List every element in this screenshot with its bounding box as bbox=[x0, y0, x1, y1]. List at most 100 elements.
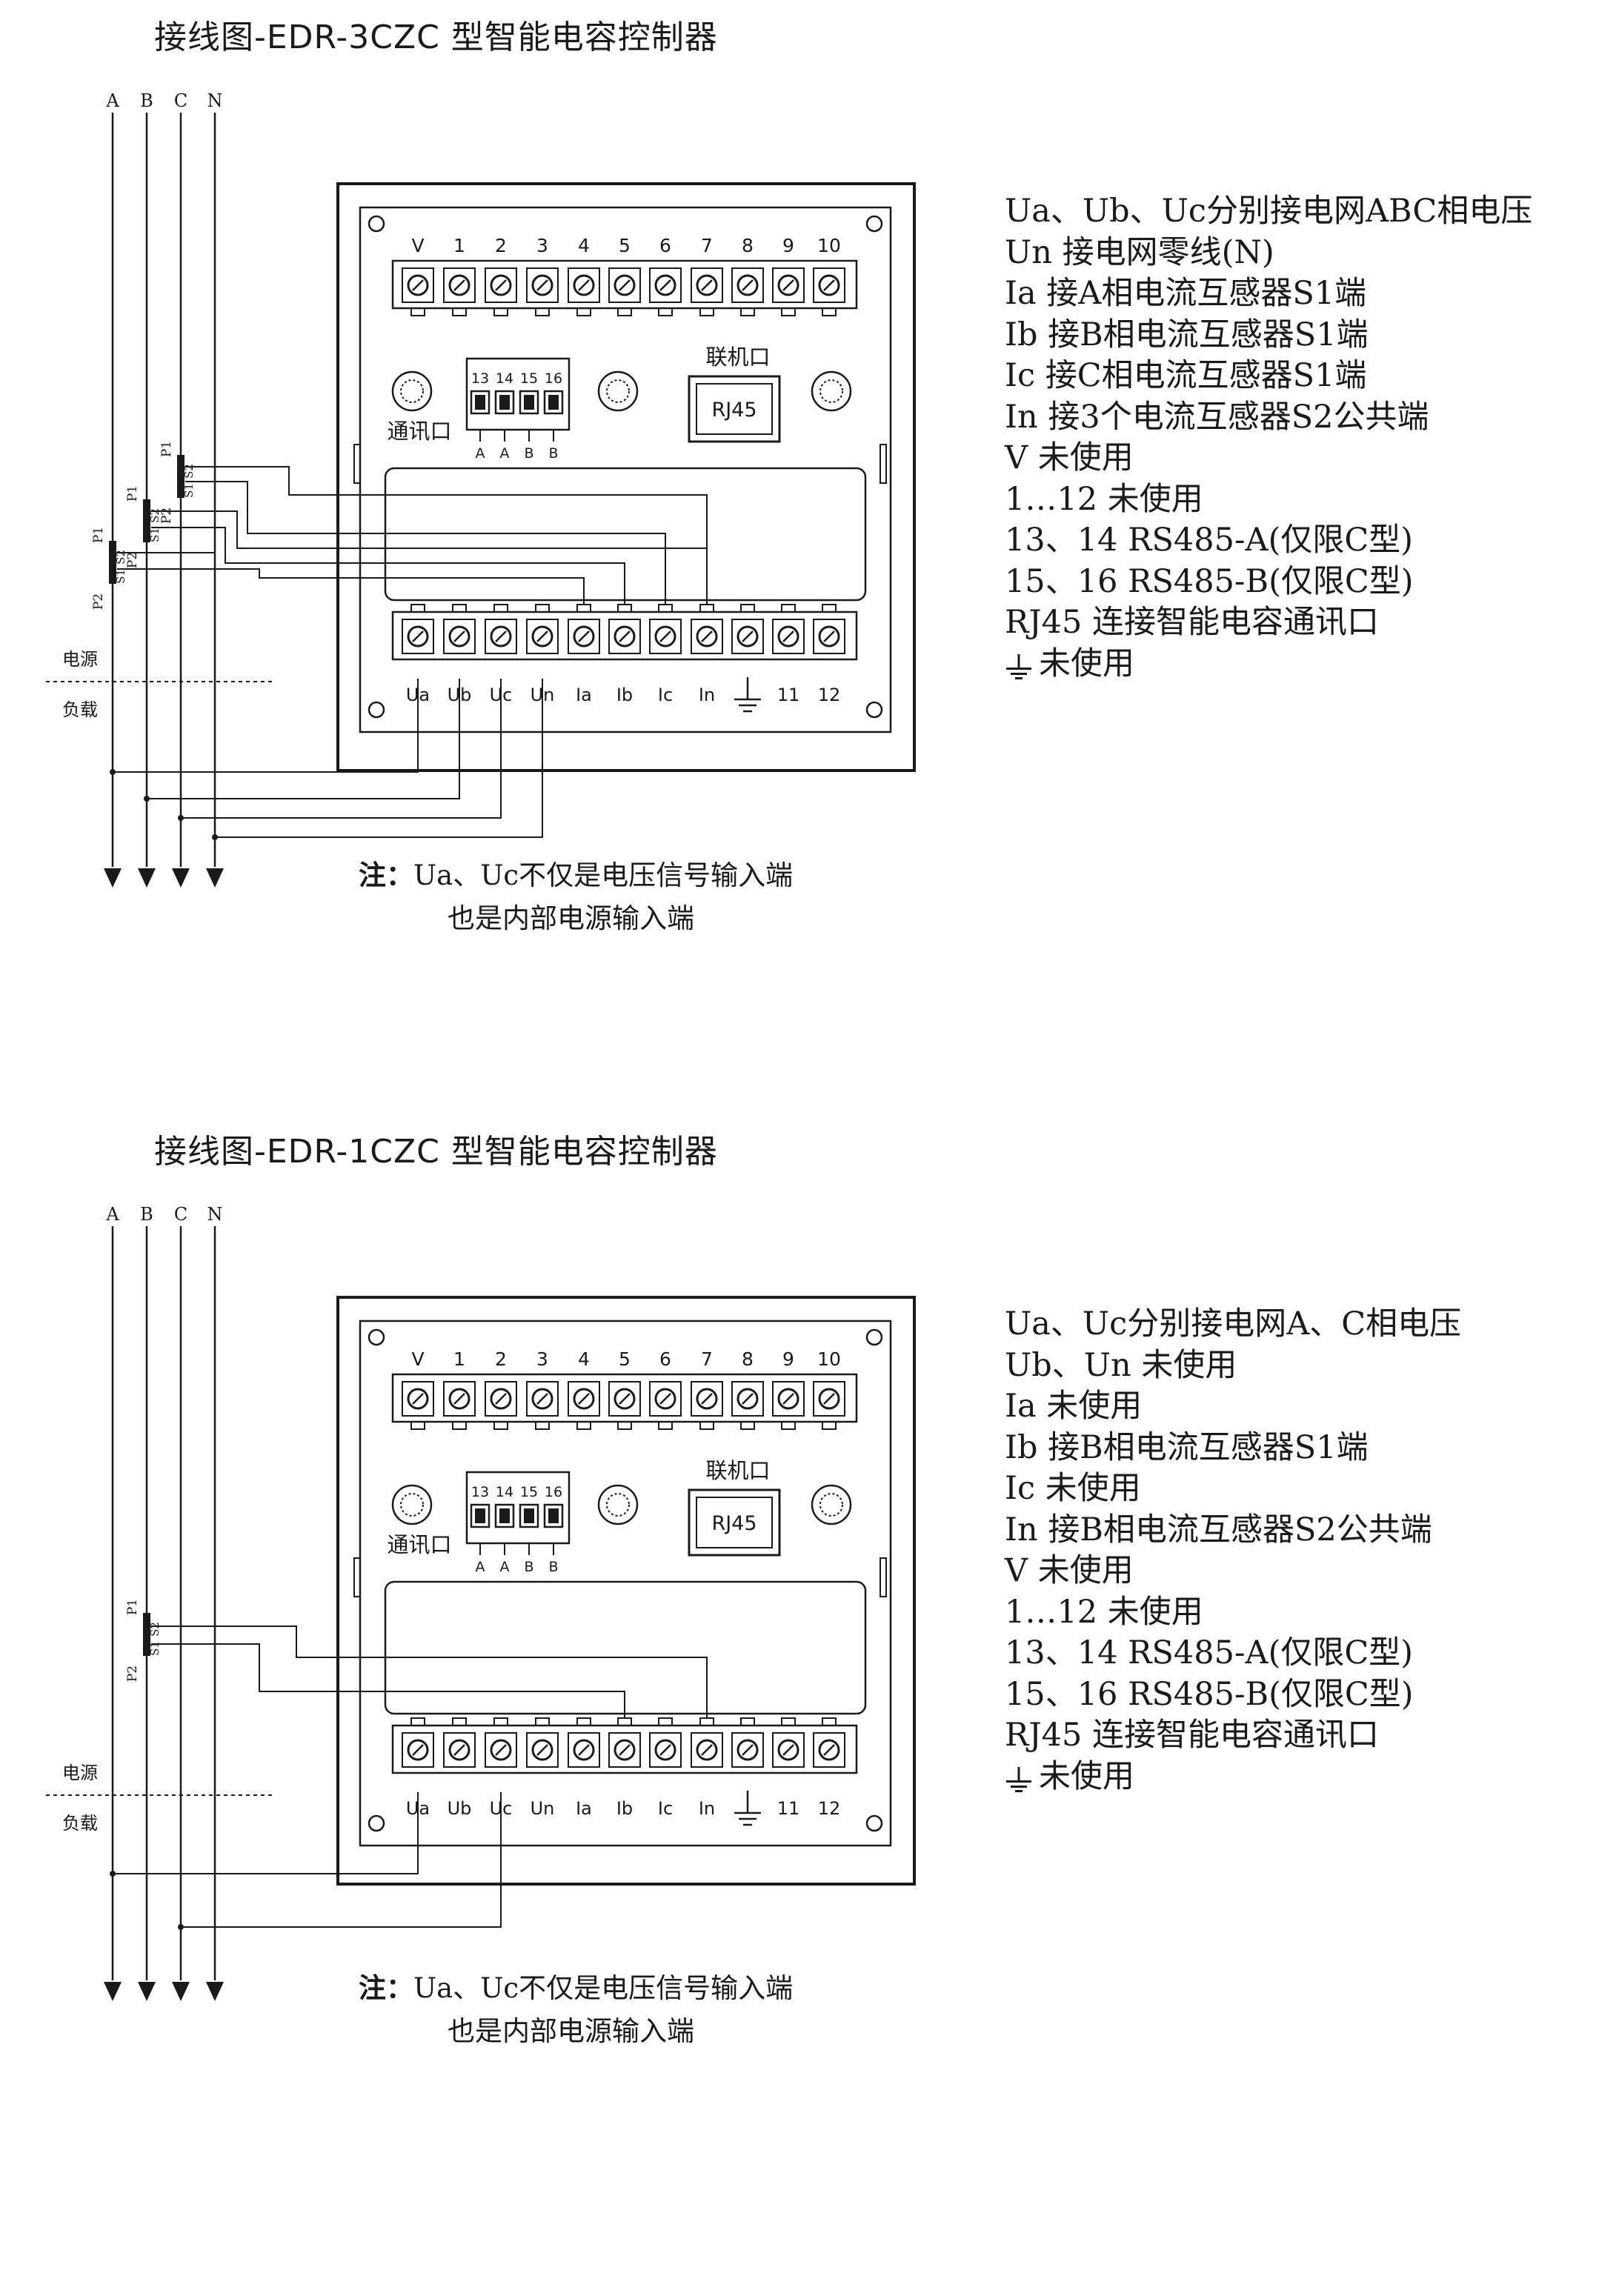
current-transformer-icon bbox=[143, 1613, 150, 1656]
ct-terminal-label: S2 bbox=[114, 550, 127, 565]
adjust-knob-inner bbox=[606, 1493, 630, 1517]
link-port-label: 联机口 bbox=[705, 1458, 770, 1483]
screw-head-icon bbox=[614, 1739, 636, 1761]
note-line: Ia 接A相电流互感器S1端 bbox=[1005, 275, 1367, 312]
bottom-terminal-label: 11 bbox=[777, 1798, 800, 1819]
link-port-inner bbox=[696, 1497, 773, 1548]
screw-terminal bbox=[443, 267, 476, 303]
footnote-line-2: 也是内部电源输入端 bbox=[448, 902, 694, 934]
top-terminal-label: 6 bbox=[659, 235, 671, 256]
phase-label: C bbox=[174, 1204, 187, 1225]
screw-terminal bbox=[485, 1732, 517, 1768]
top-terminal-label: V bbox=[411, 235, 424, 256]
screw-head-icon bbox=[736, 274, 759, 296]
wire-ct-s2-common bbox=[185, 466, 708, 605]
screw-slot bbox=[742, 279, 754, 291]
screw-head-icon bbox=[448, 1739, 470, 1761]
wire-junction bbox=[110, 1871, 116, 1877]
note-line: Ub、Un 未使用 bbox=[1005, 1346, 1237, 1384]
terminal-tab bbox=[617, 1421, 632, 1430]
top-terminal-label: 7 bbox=[701, 235, 713, 256]
comm-pin-socket bbox=[519, 1503, 539, 1528]
ct-terminal-label: P2 bbox=[125, 552, 140, 568]
screw-terminal bbox=[443, 1732, 476, 1768]
screw-terminal bbox=[691, 1381, 723, 1417]
current-transformer-icon bbox=[143, 499, 150, 542]
screw-slot bbox=[742, 1744, 754, 1756]
ct-terminal-label: P1 bbox=[159, 441, 174, 457]
screw-head-icon bbox=[777, 274, 799, 296]
wire-junction bbox=[178, 1924, 184, 1930]
screw-head-icon bbox=[407, 1739, 429, 1761]
ct-terminal-label: P1 bbox=[125, 485, 140, 502]
wire-voltage-uc bbox=[181, 1792, 502, 1928]
diagram-1-notes: Ua、Ub、Uc分别接电网ABC相电压 Un 接电网零线(N) Ia 接A相电流… bbox=[1005, 191, 1532, 685]
screw-terminal bbox=[813, 267, 845, 303]
terminal-tab bbox=[658, 1421, 673, 1430]
top-terminal-label: 10 bbox=[817, 1348, 841, 1370]
ct-terminal-label: P2 bbox=[125, 1666, 140, 1682]
screw-head-icon bbox=[490, 1388, 512, 1410]
top-terminal-label: 4 bbox=[578, 235, 590, 256]
comm-pin-contact bbox=[548, 395, 559, 410]
comm-pin-number: 16 bbox=[545, 1484, 562, 1500]
mounting-hole bbox=[368, 1814, 385, 1832]
screw-head-icon bbox=[573, 274, 595, 296]
diagram-2-notes: Ua、Uc分别接电网A、C相电压 Ub、Un 未使用 Ia 未使用 Ib 接B相… bbox=[1005, 1304, 1461, 1797]
screw-slot bbox=[782, 1393, 794, 1405]
terminal-tab bbox=[535, 604, 550, 613]
phase-label: A bbox=[105, 90, 119, 111]
screw-head-icon bbox=[818, 274, 840, 296]
top-terminal-label: 4 bbox=[578, 1348, 590, 1370]
ct-terminal-label: P1 bbox=[91, 527, 106, 543]
comm-pin-socket bbox=[470, 1503, 491, 1528]
screw-terminal bbox=[568, 619, 600, 654]
terminal-tab bbox=[781, 1421, 796, 1430]
screw-slot bbox=[495, 279, 507, 291]
comm-pin-contact bbox=[524, 395, 534, 410]
screw-slot bbox=[619, 279, 631, 291]
screw-slot bbox=[782, 1744, 794, 1756]
link-port-inner bbox=[696, 383, 773, 435]
screw-head-icon bbox=[696, 274, 718, 296]
wire-ct-b-s1 bbox=[151, 1643, 625, 1718]
wire-ct-b-s2 bbox=[151, 1625, 708, 1718]
ground-note-line: 未使用 bbox=[1005, 644, 1532, 685]
comm-pin-number: 16 bbox=[545, 370, 562, 387]
screw-slot bbox=[701, 1744, 713, 1756]
screw-slot bbox=[536, 630, 548, 642]
phase-label: B bbox=[140, 90, 153, 111]
link-port-label: 联机口 bbox=[705, 345, 770, 370]
comm-pin-number: 15 bbox=[520, 370, 538, 387]
bottom-terminal-label: 12 bbox=[818, 1798, 841, 1819]
screw-terminal bbox=[731, 619, 764, 654]
screw-terminal bbox=[731, 267, 764, 303]
note-line: Ib 接B相电流互感器S1端 bbox=[1005, 1428, 1369, 1466]
adjust-knob-icon bbox=[391, 1484, 433, 1525]
screw-slot bbox=[619, 630, 631, 642]
note-line: Ua、Ub、Uc分别接电网ABC相电压 bbox=[1005, 193, 1533, 230]
note-line: Ic 未使用 bbox=[1005, 1470, 1141, 1507]
bottom-terminal-label: Ic bbox=[658, 1798, 673, 1819]
bottom-terminal-label: Un bbox=[531, 1798, 555, 1819]
wire-ct-a-s1 bbox=[117, 568, 585, 605]
screw-terminal bbox=[772, 267, 805, 303]
screw-head-icon bbox=[818, 1388, 840, 1410]
wire-voltage-ub bbox=[147, 679, 460, 799]
terminal-tab bbox=[699, 604, 714, 613]
arrow-down-icon bbox=[138, 868, 156, 888]
screw-slot bbox=[823, 1744, 835, 1756]
screw-head-icon bbox=[614, 1388, 636, 1410]
screw-slot bbox=[742, 1393, 754, 1405]
screw-head-icon bbox=[777, 625, 799, 648]
wire-junction bbox=[110, 769, 116, 775]
adjust-knob-icon bbox=[811, 1484, 852, 1525]
bottom-terminal-label: Ib bbox=[616, 1798, 633, 1819]
bottom-terminal-label: 12 bbox=[818, 685, 841, 705]
ct-terminal-label: S2 bbox=[148, 508, 162, 523]
screw-terminal bbox=[568, 1381, 600, 1417]
screw-slot bbox=[412, 630, 424, 642]
screw-terminal bbox=[402, 267, 434, 303]
diagram-1-footnote: 注：Ua、Uc不仅是电压信号输入端 也是内部电源输入端 bbox=[359, 853, 793, 940]
note-line: V 未使用 bbox=[1005, 439, 1134, 476]
